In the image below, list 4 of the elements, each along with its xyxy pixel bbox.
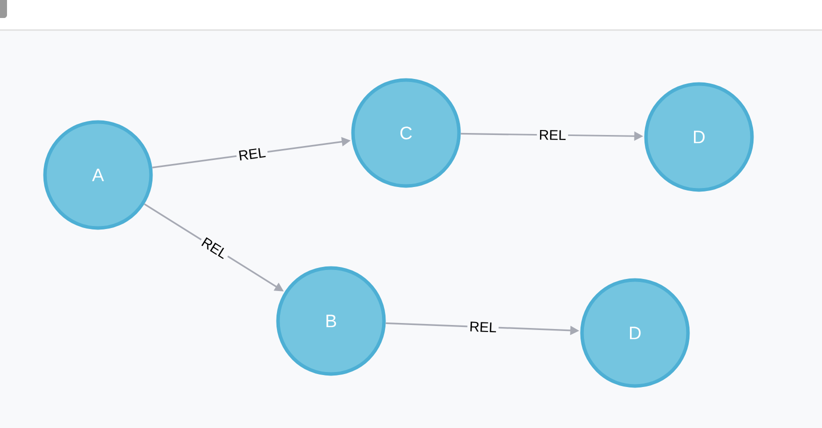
edge-label: REL xyxy=(470,322,496,332)
edge-label: REL xyxy=(201,237,224,260)
edge-label: REL xyxy=(540,130,566,140)
edge-label: REL xyxy=(239,148,266,160)
